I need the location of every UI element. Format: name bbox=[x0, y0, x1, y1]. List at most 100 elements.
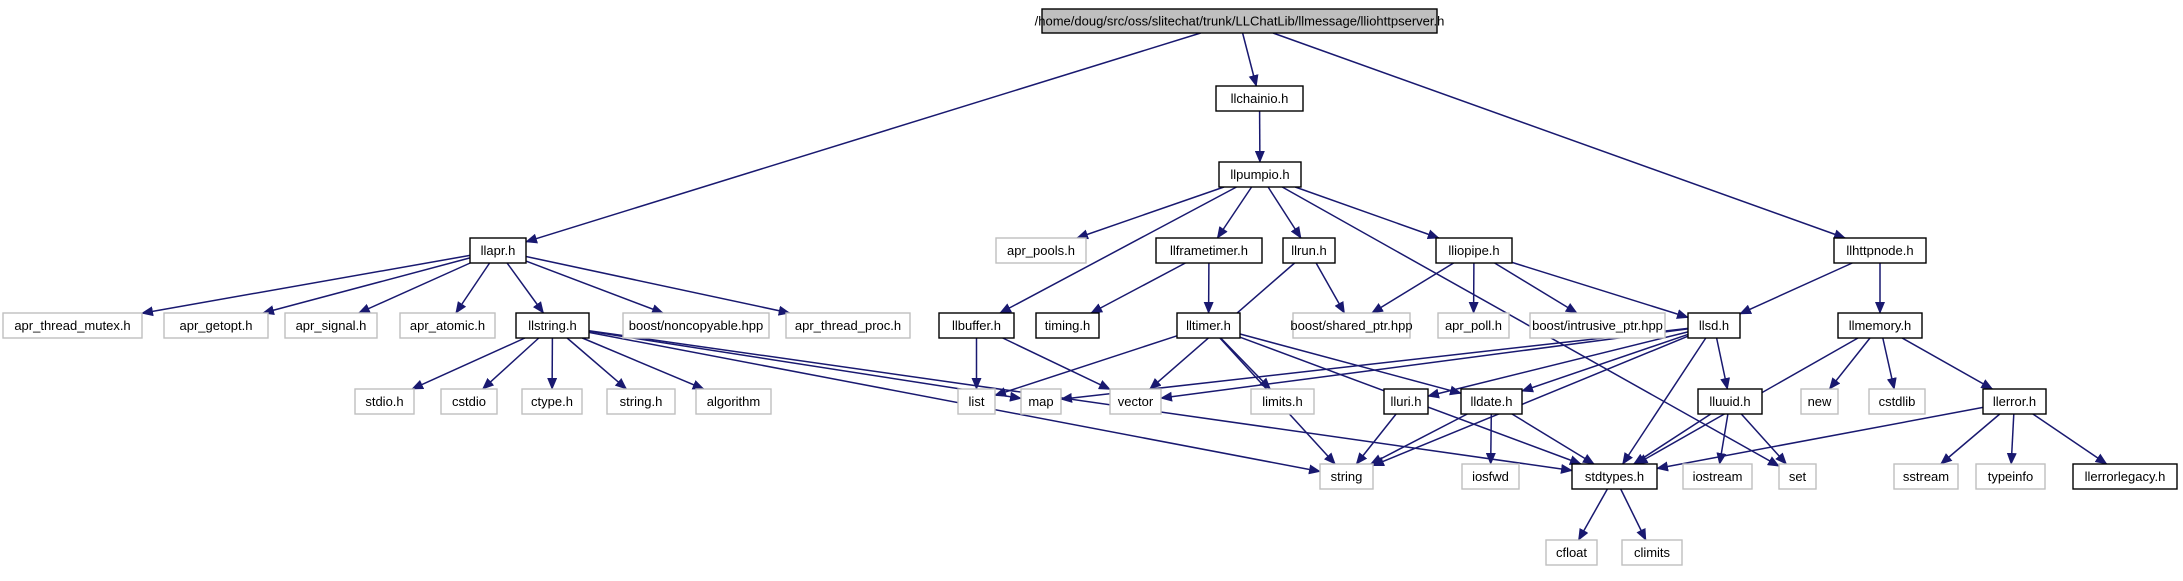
node-label-lluri: lluri.h bbox=[1390, 394, 1421, 409]
node-box-timing bbox=[1035, 312, 1100, 339]
edge-llpumpio-to-apr_pools bbox=[1076, 186, 1225, 240]
node-box-set bbox=[1778, 463, 1817, 490]
node-llstring[interactable]: llstring.h bbox=[515, 312, 590, 339]
edge-lltimer-to-lldate bbox=[1239, 333, 1462, 396]
edge-llstring-to-stdtypes bbox=[588, 329, 1573, 474]
edge-stdtypes-to-climits bbox=[1620, 488, 1647, 541]
node-box-apr_pools bbox=[995, 237, 1087, 264]
node-box-sstream bbox=[1893, 463, 1959, 490]
edge-lltimer-to-limits bbox=[1220, 337, 1271, 390]
node-timing[interactable]: timing.h bbox=[1035, 312, 1100, 339]
node-boost_intrusive_ptr: boost/intrusive_ptr.hpp bbox=[1529, 312, 1666, 339]
node-box-llsd bbox=[1687, 312, 1741, 339]
node-label-lldate: lldate.h bbox=[1471, 394, 1513, 409]
node-apr_thread_proc: apr_thread_proc.h bbox=[785, 312, 911, 339]
node-label-llrun: llrun.h bbox=[1291, 243, 1326, 258]
node-typeinfo: typeinfo bbox=[1975, 463, 2046, 490]
node-lldate[interactable]: lldate.h bbox=[1460, 388, 1523, 415]
edge-llstring-to-string_h bbox=[566, 337, 628, 390]
node-new: new bbox=[1800, 388, 1839, 415]
node-box-apr_thread_proc bbox=[785, 312, 911, 339]
edge-llstring-to-string bbox=[588, 331, 1321, 475]
node-box-lldate bbox=[1460, 388, 1523, 415]
node-label-boost_noncopyable: boost/noncopyable.hpp bbox=[629, 318, 763, 333]
edge-llstring-to-algorithm bbox=[582, 337, 705, 390]
edge-llapr-to-boost_noncopyable bbox=[525, 260, 664, 314]
node-label-apr_atomic: apr_atomic.h bbox=[410, 318, 485, 333]
node-label-string: string bbox=[1331, 469, 1363, 484]
node-label-climits: climits bbox=[1634, 545, 1671, 560]
edges-layer bbox=[141, 32, 2108, 541]
node-label-llhttpnode: llhttpnode.h bbox=[1846, 243, 1913, 258]
node-label-llapr: llapr.h bbox=[481, 243, 516, 258]
edge-lldate-to-iosfwd bbox=[1485, 413, 1496, 465]
edge-lldate-to-stdtypes bbox=[1511, 413, 1595, 465]
node-label-apr_poll: apr_poll.h bbox=[1445, 318, 1502, 333]
node-lluri[interactable]: lluri.h bbox=[1383, 388, 1429, 415]
node-box-llmemory bbox=[1837, 312, 1923, 339]
node-label-map: map bbox=[1028, 394, 1053, 409]
node-llchainio[interactable]: llchainio.h bbox=[1215, 85, 1304, 112]
node-llsd[interactable]: llsd.h bbox=[1687, 312, 1741, 339]
node-llapr[interactable]: llapr.h bbox=[469, 237, 527, 264]
node-box-llframetimer bbox=[1155, 237, 1263, 264]
node-llerror[interactable]: llerror.h bbox=[1982, 388, 2047, 415]
edge-llapr-to-apr_getopt bbox=[262, 257, 471, 316]
node-label-llpumpio: llpumpio.h bbox=[1230, 167, 1289, 182]
node-box-root bbox=[1041, 8, 1438, 34]
node-llpumpio[interactable]: llpumpio.h bbox=[1218, 161, 1302, 188]
node-boost_noncopyable: boost/noncopyable.hpp bbox=[622, 312, 770, 339]
edge-root-to-llchainio bbox=[1241, 32, 1259, 87]
edge-lluuid-to-iostream bbox=[1716, 413, 1729, 465]
node-label-lliopipe: lliopipe.h bbox=[1448, 243, 1499, 258]
edge-llapr-to-apr_thread_mutex bbox=[141, 254, 471, 317]
node-root[interactable]: /home/doug/src/oss/slitechat/trunk/LLCha… bbox=[1035, 8, 1445, 34]
node-box-iostream bbox=[1682, 463, 1753, 490]
node-llerrorlegacy[interactable]: llerrorlegacy.h bbox=[2072, 463, 2178, 490]
node-lltimer[interactable]: lltimer.h bbox=[1176, 312, 1241, 339]
node-label-algorithm: algorithm bbox=[707, 394, 760, 409]
node-label-llsd: llsd.h bbox=[1699, 318, 1729, 333]
edge-llapr-to-apr_atomic bbox=[455, 262, 491, 314]
edge-llsd-to-lldate bbox=[1521, 333, 1689, 393]
node-box-iosfwd bbox=[1461, 463, 1520, 490]
edge-llstring-to-cstdio bbox=[481, 337, 540, 390]
node-iosfwd: iosfwd bbox=[1461, 463, 1520, 490]
edge-llsd-to-lluri bbox=[1427, 331, 1689, 399]
node-box-apr_getopt bbox=[163, 312, 269, 339]
edge-root-to-llapr bbox=[525, 32, 1201, 244]
node-box-lluuid bbox=[1697, 388, 1763, 415]
node-string_h: string.h bbox=[606, 388, 676, 415]
node-llmemory[interactable]: llmemory.h bbox=[1837, 312, 1923, 339]
node-stdtypes[interactable]: stdtypes.h bbox=[1571, 463, 1658, 490]
edge-llerror-to-sstream bbox=[1940, 413, 2001, 465]
node-label-apr_thread_proc: apr_thread_proc.h bbox=[795, 318, 901, 333]
node-label-iosfwd: iosfwd bbox=[1472, 469, 1509, 484]
edge-llhttpnode-to-llsd bbox=[1739, 262, 1853, 315]
node-vector: vector bbox=[1109, 388, 1162, 415]
node-box-boost_noncopyable bbox=[622, 312, 770, 339]
node-llhttpnode[interactable]: llhttpnode.h bbox=[1833, 237, 1927, 264]
node-label-cfloat: cfloat bbox=[1556, 545, 1587, 560]
edge-llframetimer-to-timing bbox=[1090, 262, 1186, 314]
node-box-string bbox=[1319, 463, 1374, 490]
edge-llsd-to-vector bbox=[1160, 328, 1689, 402]
node-llframetimer[interactable]: llframetimer.h bbox=[1155, 237, 1263, 264]
node-lliopipe[interactable]: lliopipe.h bbox=[1435, 237, 1513, 264]
node-box-stdio bbox=[354, 388, 415, 415]
node-llbuffer[interactable]: llbuffer.h bbox=[938, 312, 1015, 339]
node-llrun[interactable]: llrun.h bbox=[1282, 237, 1336, 264]
node-label-lltimer: lltimer.h bbox=[1186, 318, 1231, 333]
node-box-llrun bbox=[1282, 237, 1336, 264]
node-box-apr_atomic bbox=[399, 312, 496, 339]
node-lluuid[interactable]: lluuid.h bbox=[1697, 388, 1763, 415]
edge-lltimer-to-list bbox=[994, 335, 1178, 397]
node-box-llerror bbox=[1982, 388, 2047, 415]
edge-llerror-to-stdtypes bbox=[1656, 406, 1984, 472]
nodes-layer: /home/doug/src/oss/slitechat/trunk/LLCha… bbox=[2, 8, 2178, 566]
node-limits: limits.h bbox=[1250, 388, 1315, 415]
node-box-limits bbox=[1250, 388, 1315, 415]
edge-llsd-to-lluuid bbox=[1715, 337, 1731, 390]
edge-llmemory-to-cstdlib bbox=[1882, 337, 1897, 390]
edge-lluuid-to-set bbox=[1740, 413, 1787, 465]
